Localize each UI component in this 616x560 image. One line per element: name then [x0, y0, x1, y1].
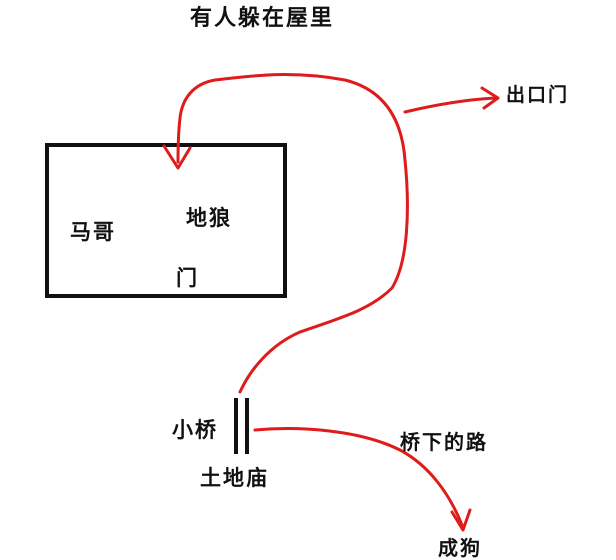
house-box — [45, 143, 287, 298]
arrowhead-exit — [480, 86, 500, 110]
label-land-temple: 土地庙 — [200, 466, 269, 490]
label-exit-door: 出口门 — [506, 84, 570, 106]
arrowhead-road — [450, 508, 472, 532]
label-small-bridge: 小桥 — [172, 418, 218, 442]
label-mage: 马哥 — [70, 220, 116, 244]
arrowhead-into-house — [162, 144, 192, 170]
label-door: 门 — [176, 266, 199, 290]
path-road-under-bridge — [253, 427, 464, 527]
label-dilang: 地狼 — [186, 206, 232, 230]
diagram-title: 有人躲在屋里 — [190, 6, 335, 31]
label-road-under-bridge: 桥下的路 — [400, 430, 488, 454]
path-arrow-bridge-to-house — [176, 73, 409, 394]
label-dog: 成狗 — [438, 536, 482, 560]
path-arrow-to-exit — [403, 96, 497, 114]
